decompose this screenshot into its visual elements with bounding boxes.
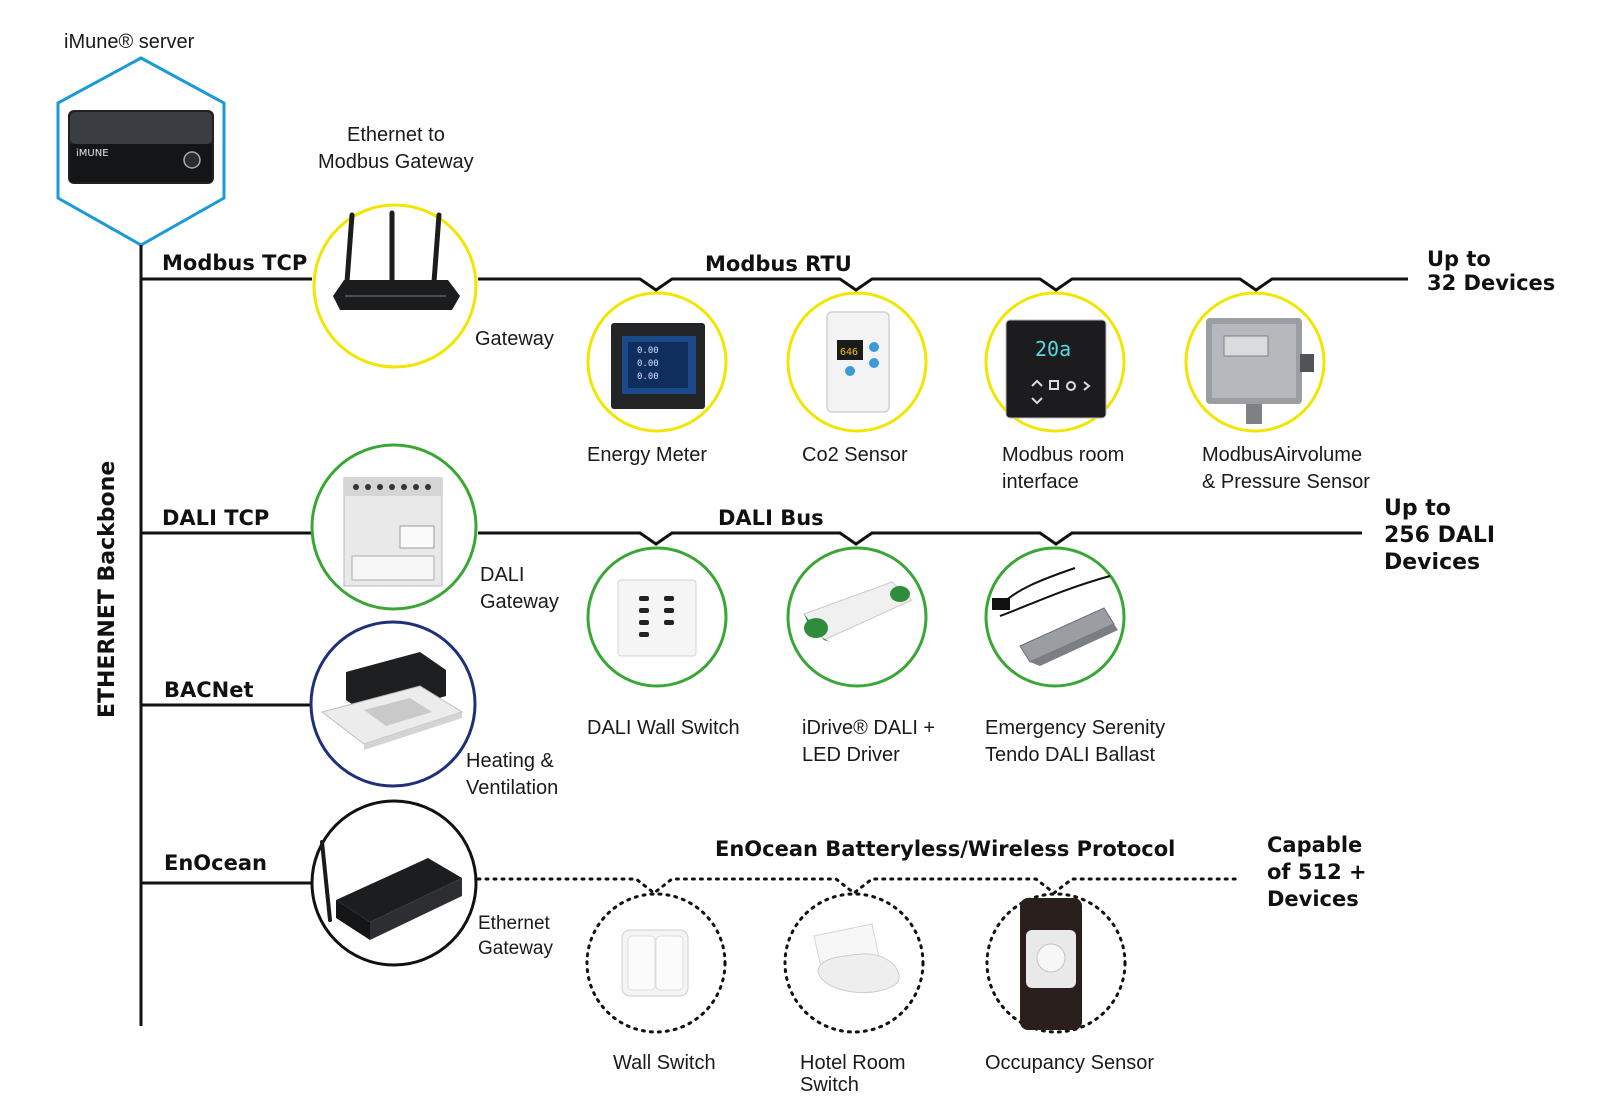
- svg-text:0.00: 0.00: [637, 359, 659, 369]
- wireless-switch-label: Wall Switch: [613, 1052, 716, 1074]
- room-interface-label-2: interface: [1002, 471, 1079, 493]
- modbus-rtu-bus-line: [478, 277, 1408, 292]
- modbus-bus-label: Modbus RTU: [705, 252, 852, 276]
- svg-text:20a: 20a: [1035, 337, 1071, 361]
- enocean-capacity-1: Capable: [1267, 833, 1362, 857]
- hotel-switch-label-1: Hotel Room: [800, 1052, 906, 1074]
- dali-gateway-label-2: Gateway: [480, 591, 559, 613]
- modbus-capacity-1: Up to: [1427, 247, 1491, 271]
- backbone-label: ETHERNET Backbone: [95, 461, 120, 718]
- room-interface-icon: 20a: [1005, 319, 1107, 419]
- dali-capacity-2: 256 DALI: [1384, 523, 1495, 548]
- led-driver-label-2: LED Driver: [802, 744, 900, 766]
- server-brand: iMUNE: [76, 148, 109, 159]
- dali-gateway-icon: [343, 477, 443, 587]
- modbus-gateway-title-2: Modbus Gateway: [318, 151, 474, 173]
- enocean-wireless-line: [476, 877, 1242, 895]
- hotel-switch-icon: [813, 923, 900, 994]
- hvac-cassette-icon: [320, 652, 464, 750]
- enocean-capacity-2: of 512 +: [1267, 860, 1367, 884]
- energy-meter-label: Energy Meter: [587, 444, 707, 466]
- modbus-protocol-label: Modbus TCP: [162, 251, 307, 275]
- ballast-icon: [992, 567, 1118, 666]
- led-driver-label-1: iDrive® DALI +: [802, 717, 935, 739]
- dali-capacity-1: Up to: [1384, 496, 1451, 521]
- energy-meter-icon: 0.00 0.00 0.00: [611, 323, 705, 409]
- room-interface-label-1: Modbus room: [1002, 444, 1124, 466]
- modbus-gateway-title-1: Ethernet to: [347, 124, 445, 146]
- enocean-gateway-label-2: Gateway: [478, 938, 553, 959]
- occupancy-sensor-label: Occupancy Sensor: [985, 1052, 1154, 1074]
- wall-switch-icon: [617, 579, 697, 657]
- dali-protocol-label: DALI TCP: [162, 506, 269, 530]
- dali-bus-label: DALI Bus: [718, 506, 824, 530]
- ballast-label-1: Emergency Serenity: [985, 717, 1165, 739]
- co2-sensor-icon: 646: [826, 311, 890, 413]
- svg-text:646: 646: [840, 347, 858, 358]
- enocean-protocol-label: EnOcean: [164, 851, 267, 875]
- bacnet-protocol-label: BACNet: [164, 678, 254, 702]
- enocean-capacity-3: Devices: [1267, 887, 1359, 911]
- pressure-sensor-icon: [1206, 318, 1314, 424]
- router-icon: [333, 210, 460, 310]
- enocean-gateway-icon: [320, 840, 462, 940]
- dali-gateway-label-1: DALI: [480, 564, 524, 586]
- server-label: iMune® server: [64, 31, 195, 53]
- pressure-sensor-label-1: ModbusAirvolume: [1202, 444, 1362, 466]
- enocean-bus-label: EnOcean Batteryless/Wireless Protocol: [715, 837, 1175, 861]
- dali-capacity-3: Devices: [1384, 550, 1480, 575]
- bacnet-gateway-label-2: Ventilation: [466, 777, 558, 799]
- wireless-switch-icon: [621, 929, 689, 997]
- hotel-switch-label-2: Switch: [800, 1074, 859, 1096]
- ballast-label-2: Tendo DALI Ballast: [985, 744, 1156, 766]
- occupancy-sensor-icon: [1020, 898, 1082, 1030]
- pressure-sensor-label-2: & Pressure Sensor: [1202, 471, 1370, 493]
- dali-bus-line: [478, 531, 1362, 546]
- enocean-gateway-label-1: Ethernet: [478, 913, 551, 934]
- dali-wall-switch-label: DALI Wall Switch: [587, 717, 740, 739]
- svg-text:0.00: 0.00: [637, 372, 659, 382]
- led-driver-icon: [803, 581, 913, 642]
- modbus-capacity-2: 32 Devices: [1427, 271, 1555, 295]
- server-icon: iMUNE: [68, 110, 214, 184]
- modbus-gateway-label: Gateway: [475, 328, 554, 350]
- svg-text:0.00: 0.00: [637, 346, 659, 356]
- bacnet-gateway-label-1: Heating &: [466, 750, 554, 772]
- co2-sensor-label: Co2 Sensor: [802, 444, 908, 466]
